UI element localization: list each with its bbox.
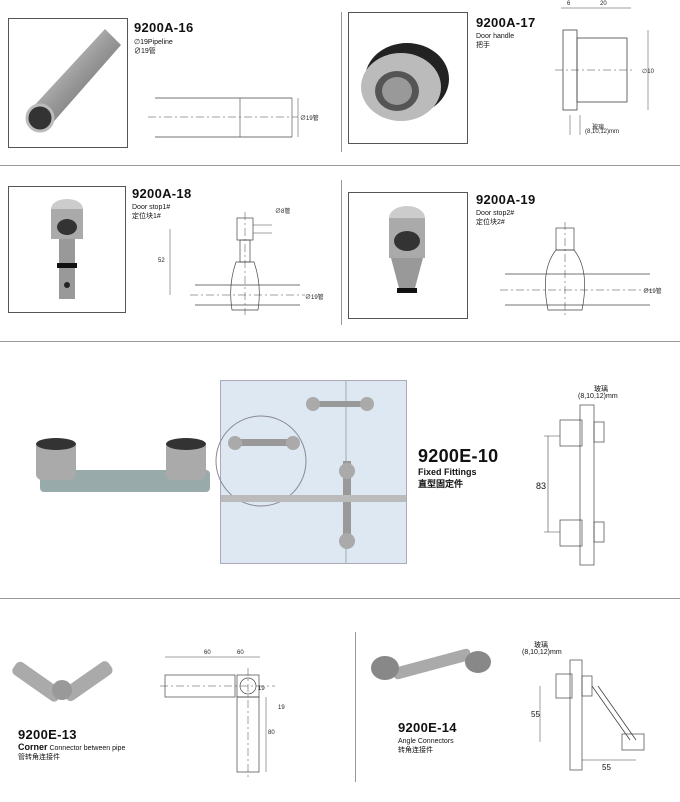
divider [0, 165, 680, 166]
dim-label: 55 [531, 710, 540, 719]
dim-label: 19 [258, 686, 265, 692]
product-name-en: ∅19Pipeline [134, 39, 173, 46]
dim-label: 20 [600, 1, 607, 7]
product-name-cn: 定位块2# [476, 219, 505, 226]
glass-thickness: (8,10,12)mm [578, 393, 618, 400]
product-code: 9200A-17 [476, 15, 536, 30]
pipe-illustration [25, 29, 121, 133]
divider [341, 12, 342, 152]
dim-label: 19 [278, 705, 285, 711]
door-stop-illustration [389, 206, 425, 293]
product-photo-door-handle [348, 12, 468, 144]
product-code: 9200E-13 [18, 727, 77, 742]
dim-label: (8,10,12)mm [585, 129, 620, 135]
product-name-cn: 管转角连接件 [18, 754, 60, 761]
product-name-en: Door handle [476, 33, 515, 40]
dim-label: 52 [158, 258, 165, 264]
divider [0, 598, 680, 599]
product-name-en: Corner Connector between pipe [18, 742, 126, 753]
dim-label: 6 [567, 1, 571, 7]
dim-label: 玻璃 [592, 125, 605, 131]
product-photo-door-stop2 [348, 192, 468, 319]
product-name-cn: 转角连接件 [398, 747, 433, 754]
product-photo-pipeline [8, 18, 128, 148]
product-code: 9200A-16 [134, 20, 194, 35]
dim-label: ∅19管 [300, 116, 319, 122]
product-code: 9200A-18 [132, 186, 192, 201]
glass-installation-photo [215, 380, 407, 564]
dim-label: 60 [204, 650, 211, 656]
glass-label: 玻璃 [594, 386, 608, 393]
divider [355, 632, 356, 782]
dim-label: ∅19管 [305, 295, 324, 301]
door-stop-illustration [51, 199, 83, 299]
product-name-cn: 直型固定件 [418, 479, 464, 489]
product-code: 9200A-19 [476, 192, 536, 207]
installation-illustration [215, 381, 406, 563]
divider [0, 341, 680, 342]
dim-label: 83 [536, 481, 547, 491]
dim-label: ∅19管 [643, 289, 662, 295]
dim-label: 55 [602, 763, 611, 772]
product-name-cn: ∅19管 [134, 48, 156, 55]
dim-label: ∅8管 [275, 209, 291, 215]
divider [341, 180, 342, 325]
product-name-en: Fixed Fittings [418, 467, 477, 477]
dim-label: 80 [268, 730, 275, 736]
product-name-cn: 定位块1# [132, 213, 161, 220]
product-code: 9200E-14 [398, 720, 457, 735]
product-code: 9200E-10 [418, 446, 499, 466]
product-name-en: Door stop2# [476, 210, 515, 217]
product-name-cn: 把手 [476, 42, 490, 49]
glass-label: 玻璃 [534, 642, 548, 649]
glass-thickness: (8,10,12)mm [522, 649, 562, 656]
handle-illustration [361, 43, 449, 121]
dim-label: ∅10 [642, 69, 654, 75]
product-photo-door-stop1 [8, 186, 126, 313]
dim-label: 60 [237, 650, 244, 656]
product-name-en: Angle Connectors [398, 738, 454, 745]
product-name-en: Door stop1# [132, 204, 171, 211]
